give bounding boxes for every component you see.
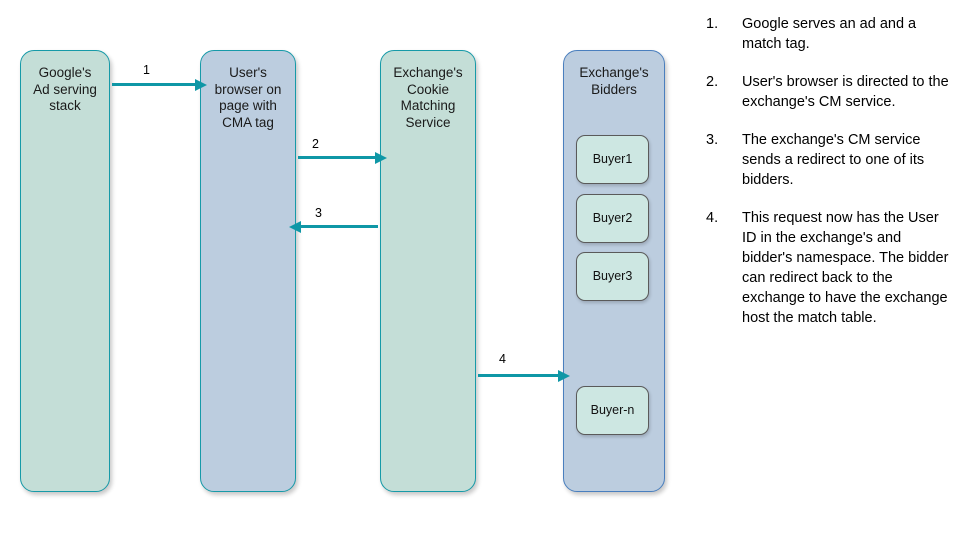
list-item: 4. This request now has the User ID in t… [706,208,950,328]
buyer-box: Buyer-n [576,386,649,435]
list-item: 3. The exchange's CM service sends a red… [706,130,950,190]
lane-exchange-bidders-label: Exchange's Bidders [579,65,649,97]
lane-google-ad-serving-stack: Google's Ad serving stack [20,50,110,492]
step-number: 3. [706,132,719,148]
flow-arrow-1-label: 1 [143,63,150,77]
step-number: 2. [706,74,719,90]
flow-arrow-3-icon [289,220,378,233]
flow-arrow-3-label: 3 [315,206,322,220]
flow-arrow-1-icon [112,78,207,91]
buyer-box: Buyer1 [576,135,649,184]
step-number: 1. [706,16,719,32]
lane-exchange-bidders: Exchange's Bidders Buyer1 Buyer2 Buyer3 … [563,50,665,492]
flow-arrow-4-icon [478,369,570,382]
lane-users-browser-label: User's browser on page with CMA tag [214,65,282,130]
buyer-label: Buyer2 [592,211,633,226]
lane-users-browser: User's browser on page with CMA tag [200,50,296,492]
buyer-box: Buyer3 [576,252,649,301]
buyer-label: Buyer3 [592,269,633,284]
step-text: This request now has the User ID in the … [742,210,949,326]
buyer-label: Buyer1 [592,152,633,167]
step-text: User's browser is directed to the exchan… [742,74,949,110]
step-number: 4. [706,210,719,226]
lane-google-ad-serving-stack-label: Google's Ad serving stack [33,65,97,113]
step-text: The exchange's CM service sends a redire… [742,132,925,188]
step-text: Google serves an ad and a match tag. [742,16,917,52]
flow-arrow-4-label: 4 [499,352,506,366]
cookie-matching-flow-diagram: Google's Ad serving stack User's browser… [20,50,665,492]
list-item: 1. Google serves an ad and a match tag. [706,14,950,54]
steps-legend: 1. Google serves an ad and a match tag. … [706,14,950,346]
buyer-box: Buyer2 [576,194,649,243]
buyer-label: Buyer-n [590,403,635,418]
list-item: 2. User's browser is directed to the exc… [706,72,950,112]
lane-exchange-cookie-matching-service-label: Exchange's Cookie Matching Service [393,65,463,130]
flow-arrow-2-icon [298,151,387,164]
flow-arrow-2-label: 2 [312,137,319,151]
lane-exchange-cookie-matching-service: Exchange's Cookie Matching Service [380,50,476,492]
